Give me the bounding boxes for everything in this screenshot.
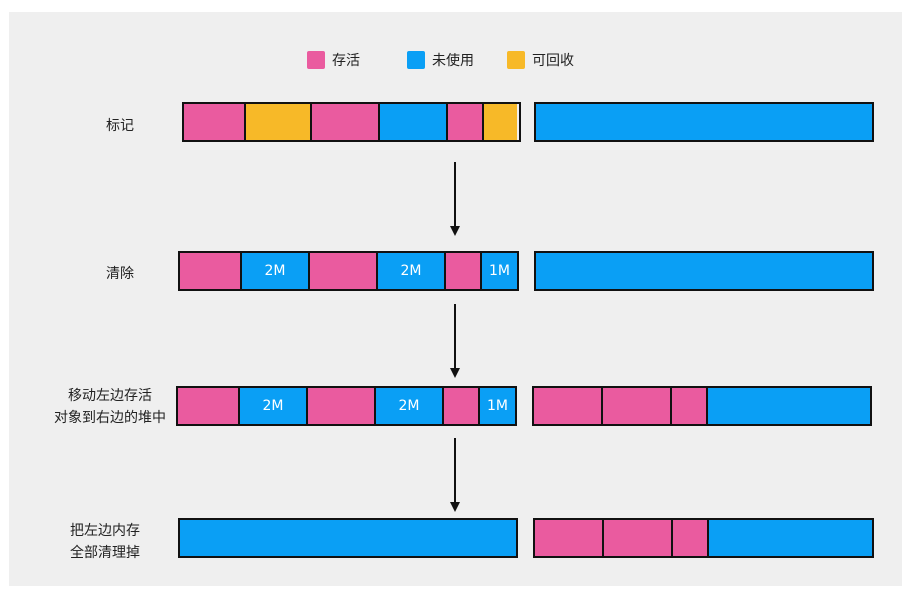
unused-block [536, 253, 872, 289]
live-block [308, 388, 376, 424]
left-heap-bar-mark [182, 102, 521, 142]
row-label-move: 移动左边存活 对象到右边的堆中 [54, 388, 166, 426]
left-heap-bar-move: 2M 2M 1M [176, 386, 517, 426]
arrow-down-icon [448, 304, 462, 378]
live-block [604, 520, 673, 556]
live-block [673, 520, 709, 556]
unused-block: 2M [376, 388, 444, 424]
legend-swatch-unused [407, 51, 425, 69]
block-size-label: 1M [489, 263, 510, 279]
block-size-label: 2M [262, 398, 284, 414]
unused-block [180, 520, 516, 556]
legend-swatch-reclaimable [507, 51, 525, 69]
legend-item-reclaimable: 可回收 [507, 50, 574, 70]
live-block [444, 388, 480, 424]
right-heap-bar-clear [533, 518, 874, 558]
row-label-clear: 把左边内存 全部清理掉 [70, 523, 140, 561]
legend-label-live: 存活 [332, 53, 360, 69]
legend-item-unused: 未使用 [407, 50, 474, 70]
reclaimable-block [246, 104, 312, 140]
unused-block: 2M [240, 388, 308, 424]
block-size-label: 2M [398, 398, 420, 414]
live-block [534, 388, 603, 424]
live-block [603, 388, 672, 424]
unused-block: 1M [482, 253, 517, 289]
unused-block [536, 104, 872, 140]
left-heap-bar-sweep: 2M 2M 1M [178, 251, 519, 291]
live-block [448, 104, 484, 140]
legend-item-live: 存活 [307, 50, 360, 70]
row-label-sweep: 清除 [106, 266, 134, 282]
live-block [310, 253, 378, 289]
block-size-label: 2M [264, 263, 286, 279]
left-heap-bar-clear [178, 518, 518, 558]
live-block [180, 253, 242, 289]
live-block [312, 104, 380, 140]
legend-label-reclaimable: 可回收 [532, 53, 574, 69]
block-size-label: 1M [487, 398, 508, 414]
legend-swatch-live [307, 51, 325, 69]
row-label-mark: 标记 [106, 118, 134, 134]
right-heap-bar-sweep [534, 251, 874, 291]
unused-block: 1M [480, 388, 515, 424]
live-block [535, 520, 604, 556]
unused-block: 2M [378, 253, 446, 289]
live-block [672, 388, 708, 424]
unused-block: 2M [242, 253, 310, 289]
arrow-down-icon [448, 438, 462, 512]
block-size-label: 2M [400, 263, 422, 279]
live-block [178, 388, 240, 424]
live-block [184, 104, 246, 140]
live-block [446, 253, 482, 289]
unused-block [380, 104, 448, 140]
reclaimable-block [484, 104, 517, 140]
legend-label-unused: 未使用 [432, 53, 474, 69]
right-heap-bar-mark [534, 102, 874, 142]
unused-block [708, 388, 870, 424]
right-heap-bar-move [532, 386, 872, 426]
unused-block [709, 520, 872, 556]
arrow-down-icon [448, 162, 462, 236]
